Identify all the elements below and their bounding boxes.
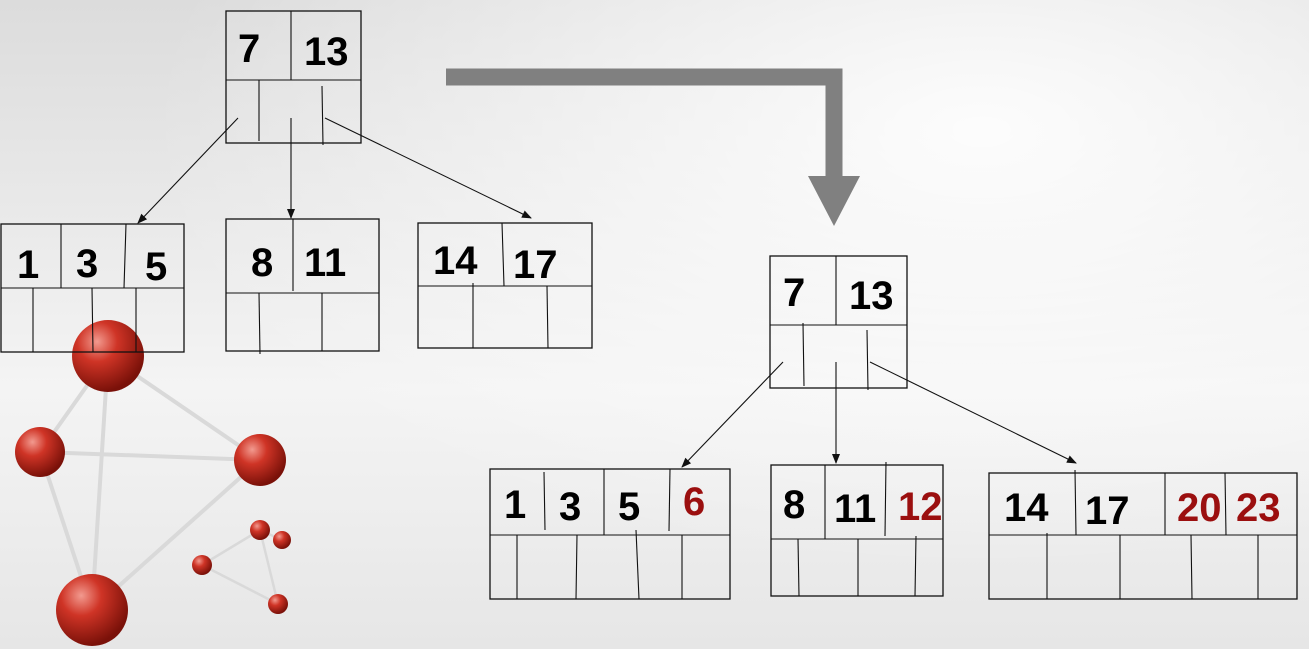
before-leaf-2: 8 11	[225, 218, 380, 355]
after-leaf-3: 14 17 20 23	[988, 469, 1298, 600]
key: 8	[251, 241, 273, 285]
key: 3	[559, 485, 581, 529]
molecule-decoration	[15, 320, 291, 646]
after-root-node: 7 13	[769, 255, 908, 391]
key: 8	[783, 483, 805, 527]
inserted-key: 12	[898, 485, 943, 529]
inserted-key: 23	[1236, 486, 1281, 530]
key: 11	[834, 487, 876, 531]
transition-arrow	[446, 68, 860, 226]
key: 17	[513, 243, 558, 287]
key: 14	[1004, 486, 1049, 530]
key: 17	[1085, 489, 1130, 533]
key: 5	[145, 245, 167, 289]
before-root-node: 7 13	[225, 10, 362, 146]
after-edges	[681, 361, 1077, 468]
key: 3	[76, 242, 98, 286]
key: 11	[304, 241, 346, 285]
key: 7	[238, 27, 260, 71]
inserted-key: 6	[683, 480, 705, 524]
key: 14	[433, 239, 478, 283]
before-leaf-1: 1 3 5	[0, 223, 185, 353]
after-leaf-2: 8 11 12	[770, 461, 944, 597]
before-leaf-3: 14 17	[417, 222, 593, 349]
key: 7	[783, 271, 805, 315]
key: 5	[618, 485, 640, 529]
inserted-key: 20	[1177, 486, 1222, 530]
before-edges	[137, 117, 532, 224]
after-leaf-1: 1 3 5 6	[489, 468, 731, 600]
key: 1	[504, 483, 526, 527]
key: 1	[17, 243, 39, 287]
key: 13	[849, 274, 894, 318]
key: 13	[304, 30, 349, 74]
